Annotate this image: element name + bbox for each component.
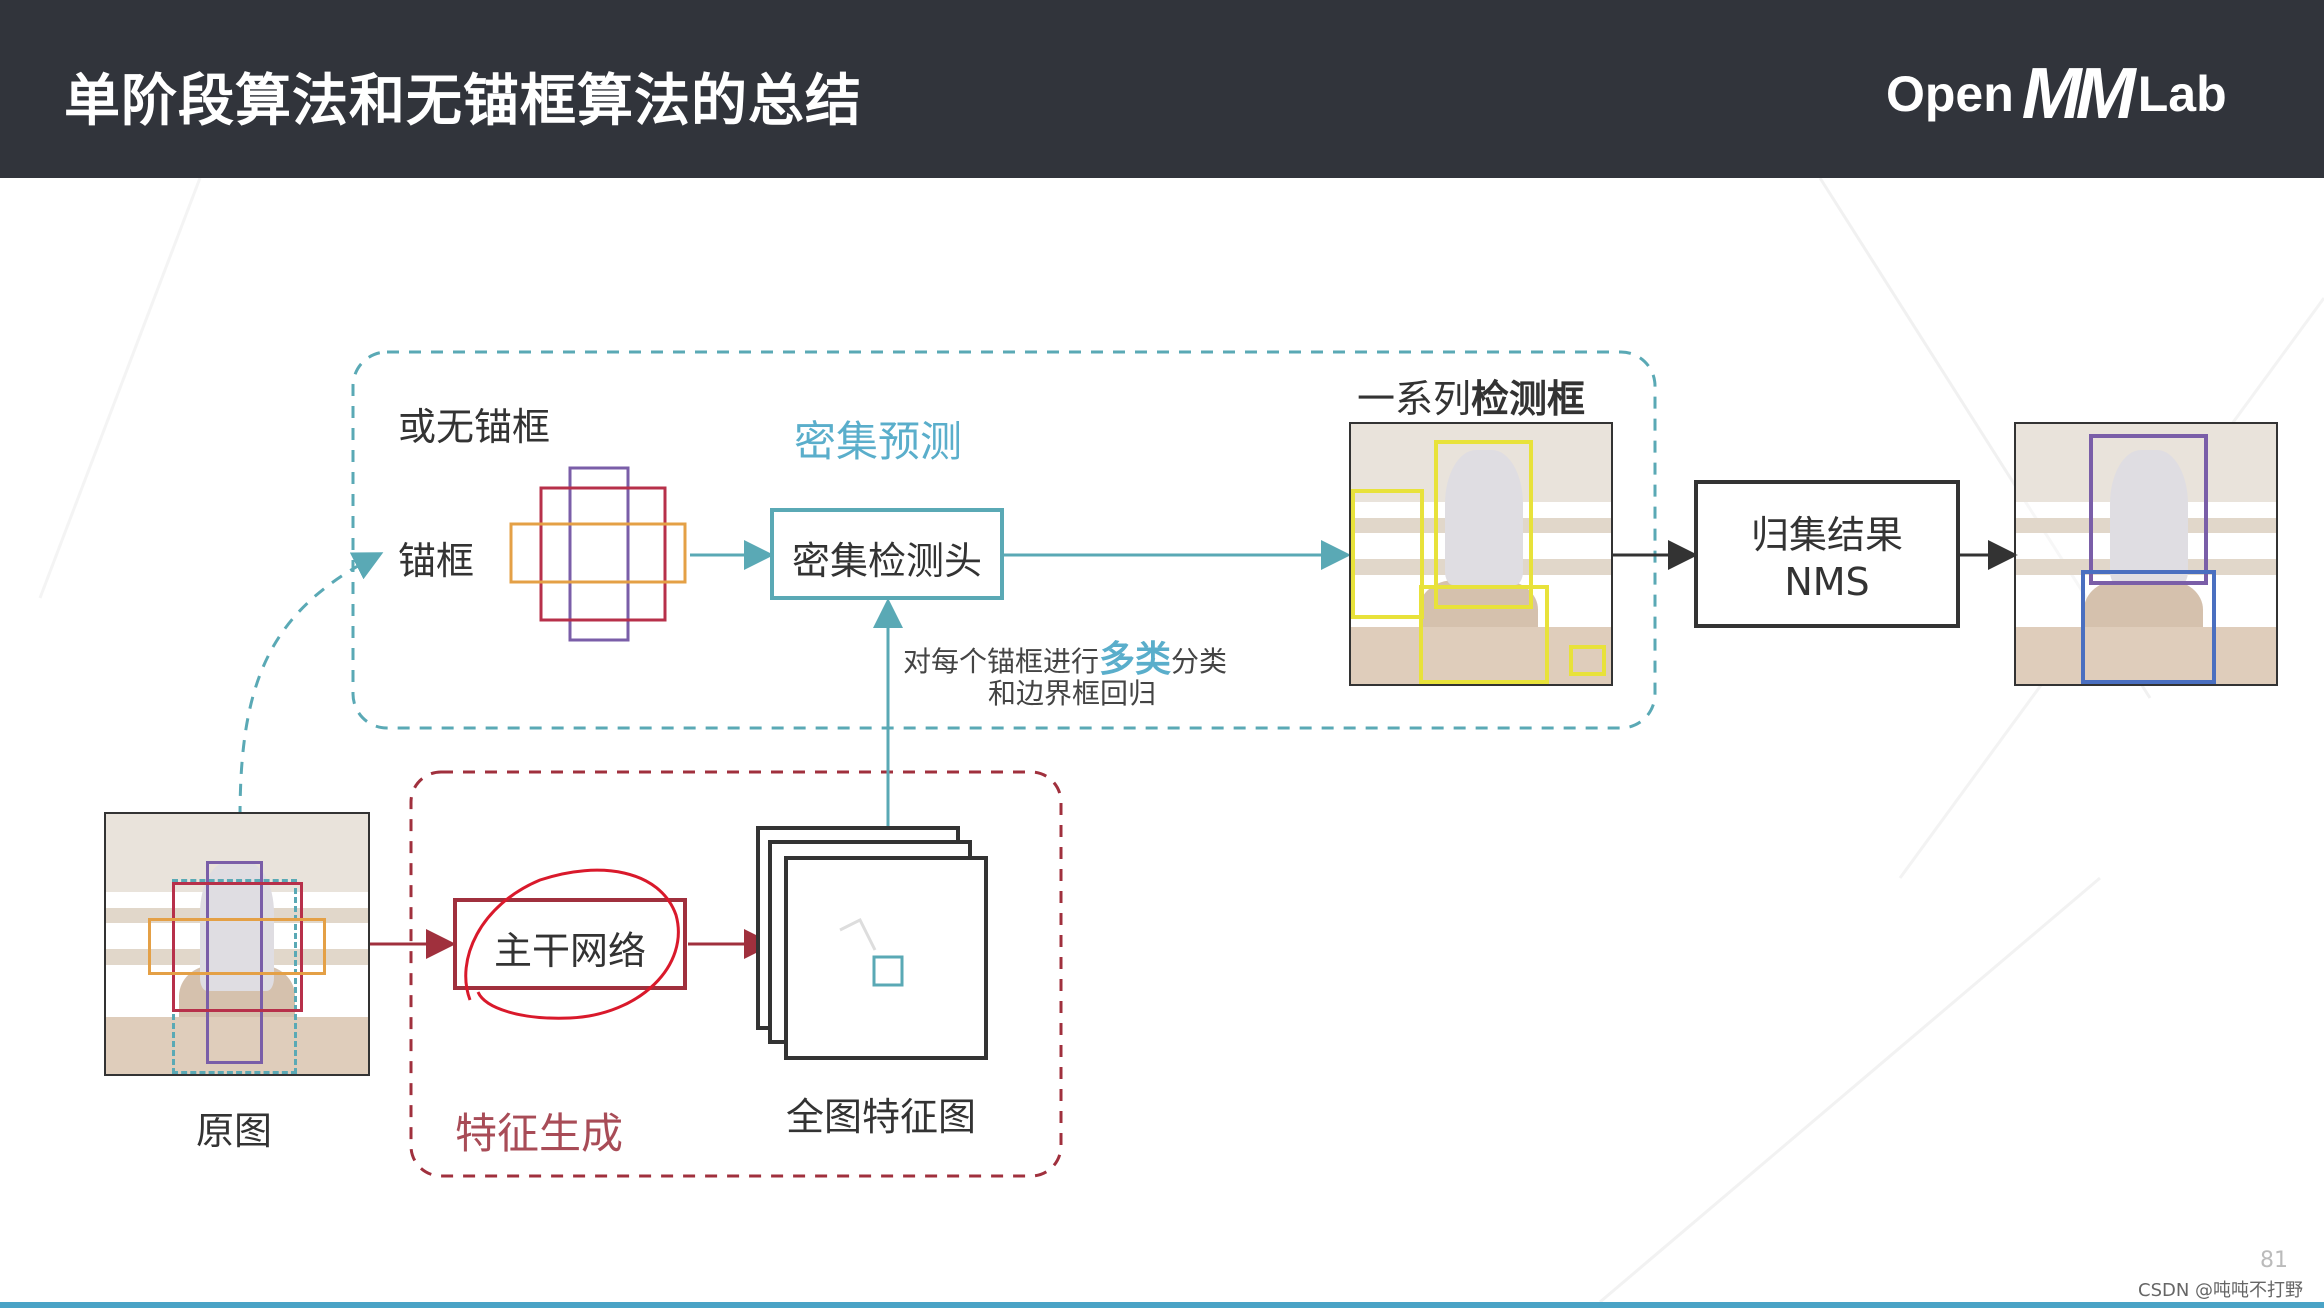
nms-line2: NMS	[1784, 560, 1870, 604]
input-image	[104, 812, 370, 1076]
feature-generation-label: 特征生成	[455, 1109, 624, 1158]
dense-prediction-label: 密集预测	[794, 417, 963, 466]
logo-text-open: Open	[1886, 66, 2014, 122]
slide-title: 单阶段算法和无锚框算法的总结	[64, 69, 862, 134]
head-note-text-a: 对每个锚框进行	[903, 645, 1100, 678]
nms-line1: 归集结果	[1750, 513, 1903, 557]
csdn-watermark: CSDN @吨吨不打野	[2138, 1280, 2304, 1301]
openmmlab-logo: Open MM Lab	[1886, 54, 2227, 134]
backbone-label: 主干网络	[493, 929, 646, 973]
feature-map-label: 全图特征图	[786, 1095, 977, 1139]
detection-boxes-bold: 检测框	[1471, 377, 1586, 421]
anchor-free-label: 或无锚框	[398, 405, 551, 449]
feature-map-stack	[756, 826, 988, 1060]
scribble-mark	[464, 868, 680, 1020]
nms-result-image	[2014, 422, 2278, 686]
detection-boxes-text: 一系列	[1357, 377, 1472, 421]
arrow-input-to-anchors	[238, 552, 384, 819]
logo-text-mm: MM	[2021, 54, 2136, 134]
anchor-label: 锚框	[398, 539, 475, 583]
logo-text-lab: Lab	[2137, 66, 2227, 122]
backbone-box	[453, 898, 687, 990]
input-image-label: 原图	[196, 1109, 273, 1153]
anchor-boxes-icon	[509, 466, 687, 642]
bottom-accent-bar	[0, 1302, 2324, 1308]
page-number: 81	[2260, 1248, 2288, 1273]
dense-prediction-region	[351, 350, 1657, 730]
feature-generation-region	[409, 770, 1063, 1178]
detections-image	[1349, 422, 1613, 686]
dense-head-label: 密集检测头	[791, 539, 982, 583]
slide-header: 单阶段算法和无锚框算法的总结 Open MM Lab	[0, 0, 2324, 178]
head-note-line1: 对每个锚框进行多类分类	[903, 630, 1227, 682]
head-note-bold: 多类	[1099, 639, 1172, 680]
head-note-line2: 和边界框回归	[988, 677, 1157, 710]
detection-boxes-label: 一系列检测框	[1357, 368, 1585, 423]
head-note-text-b: 分类	[1171, 645, 1228, 678]
